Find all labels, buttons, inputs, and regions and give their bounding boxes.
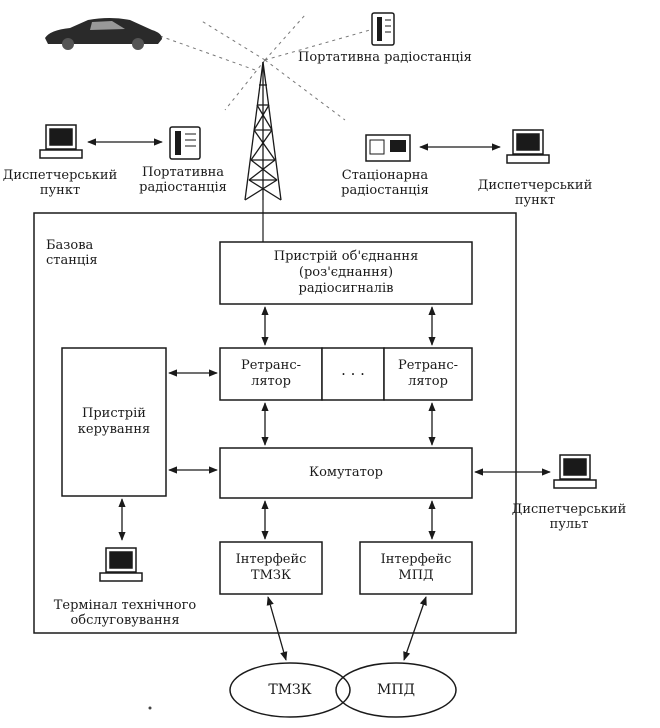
network-mpd-label: МПД xyxy=(377,682,415,698)
switch-block xyxy=(219,447,473,499)
computer-terminal-icon xyxy=(39,124,83,159)
computer-terminal-icon xyxy=(99,547,143,582)
network-tmzk xyxy=(229,662,351,718)
iface-tmzk-block xyxy=(219,541,323,595)
car-icon xyxy=(45,18,162,50)
repeater-2-label: Ретранс-лятор xyxy=(397,358,459,389)
network-tmzk-label: ТМЗК xyxy=(268,682,312,698)
dots-block xyxy=(321,347,385,401)
antenna-tower-icon xyxy=(244,61,282,201)
portable-radio-icon xyxy=(371,12,395,46)
radio-links xyxy=(159,14,371,121)
network-mpd xyxy=(335,662,457,718)
switch-label: Комутатор xyxy=(309,465,383,480)
iface-mpd-block xyxy=(359,541,473,595)
stationary-radio-icon xyxy=(365,134,411,162)
combiner-block xyxy=(219,241,473,305)
internal-arrows xyxy=(118,306,551,661)
dots-label: · · · xyxy=(341,365,365,383)
computer-terminal-icon xyxy=(506,129,550,164)
computer-terminal-icon xyxy=(553,454,597,489)
repeater-block-2 xyxy=(383,347,473,401)
label-portable-top: Портативна радіостанція xyxy=(298,50,472,65)
combiner-label: Пристрій об'єднання(роз'єднання)радіосиг… xyxy=(273,249,419,296)
control-block xyxy=(61,347,167,497)
portable-radio-icon xyxy=(169,126,201,160)
repeater-1-label: Ретранс-лятор xyxy=(240,358,302,389)
